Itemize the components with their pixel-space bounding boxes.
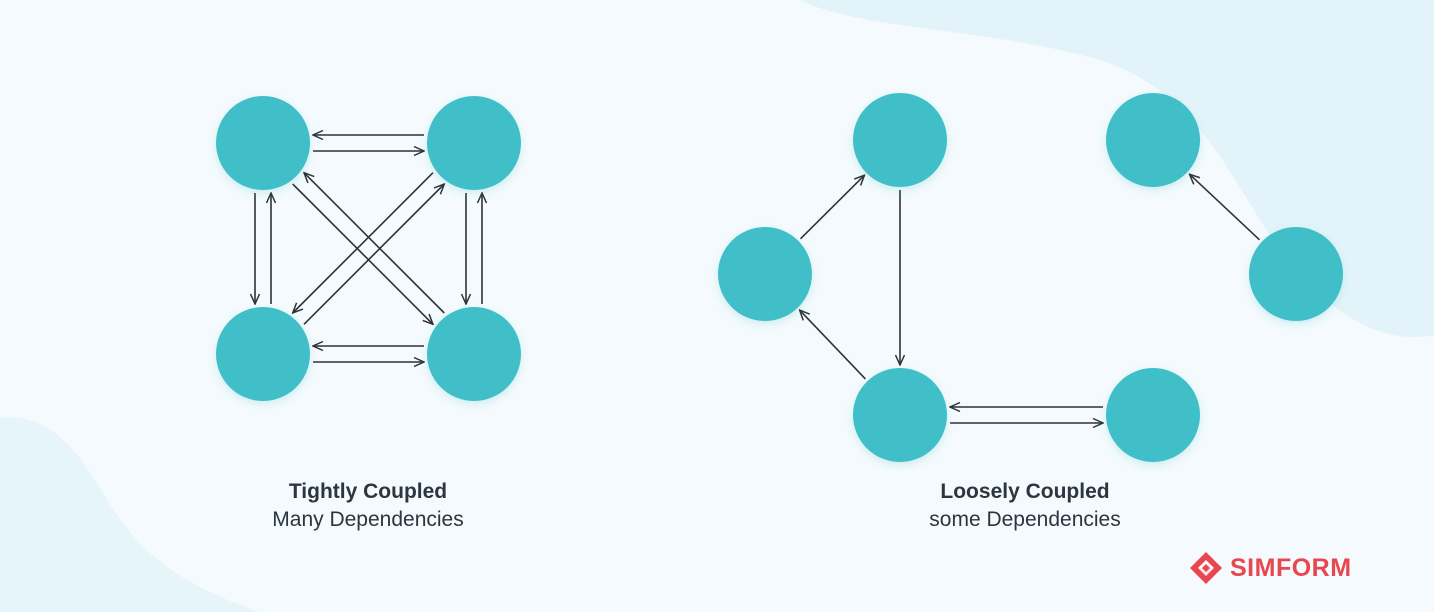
node-l-far-right [1249,227,1343,321]
node-t-bl [216,307,310,401]
node-l-far-top [1106,93,1200,187]
node-t-tl [216,96,310,190]
arrow-t-br-to-t-tl [304,173,445,314]
arrow-l-bottom-to-l-left [800,310,866,380]
bottom-left-wave [0,417,260,612]
tightly-coupled-title: Tightly Coupled [288,480,448,503]
arrow-l-left-to-l-top [799,175,865,240]
simform-logo: SIMFORM [1188,550,1352,586]
simform-logo-icon [1190,552,1222,584]
node-t-br [427,307,521,401]
tightly-coupled-subtitle: Many Dependencies [272,508,464,531]
loosely-coupled-caption: Loosely Coupled some Dependencies [875,478,1175,534]
nodes-layer [216,93,1343,462]
arrow-l-far-right-to-l-far-top [1190,174,1261,241]
tightly-coupled-caption: Tightly Coupled Many Dependencies [218,478,518,534]
arrow-t-bl-to-t-tr [303,184,444,325]
loosely-coupled-subtitle: some Dependencies [929,508,1121,531]
node-l-bottom [853,368,947,462]
arrow-t-tr-to-t-bl [293,172,434,313]
node-t-tr [427,96,521,190]
node-l-left [718,227,812,321]
node-l-bottom-right [1106,368,1200,462]
edges-layer [255,135,1261,423]
brand-name: SIMFORM [1230,553,1352,582]
node-l-top [853,93,947,187]
top-right-wave [800,0,1434,338]
loosely-coupled-title: Loosely Coupled [940,480,1110,503]
arrow-t-tl-to-t-br [292,183,433,324]
